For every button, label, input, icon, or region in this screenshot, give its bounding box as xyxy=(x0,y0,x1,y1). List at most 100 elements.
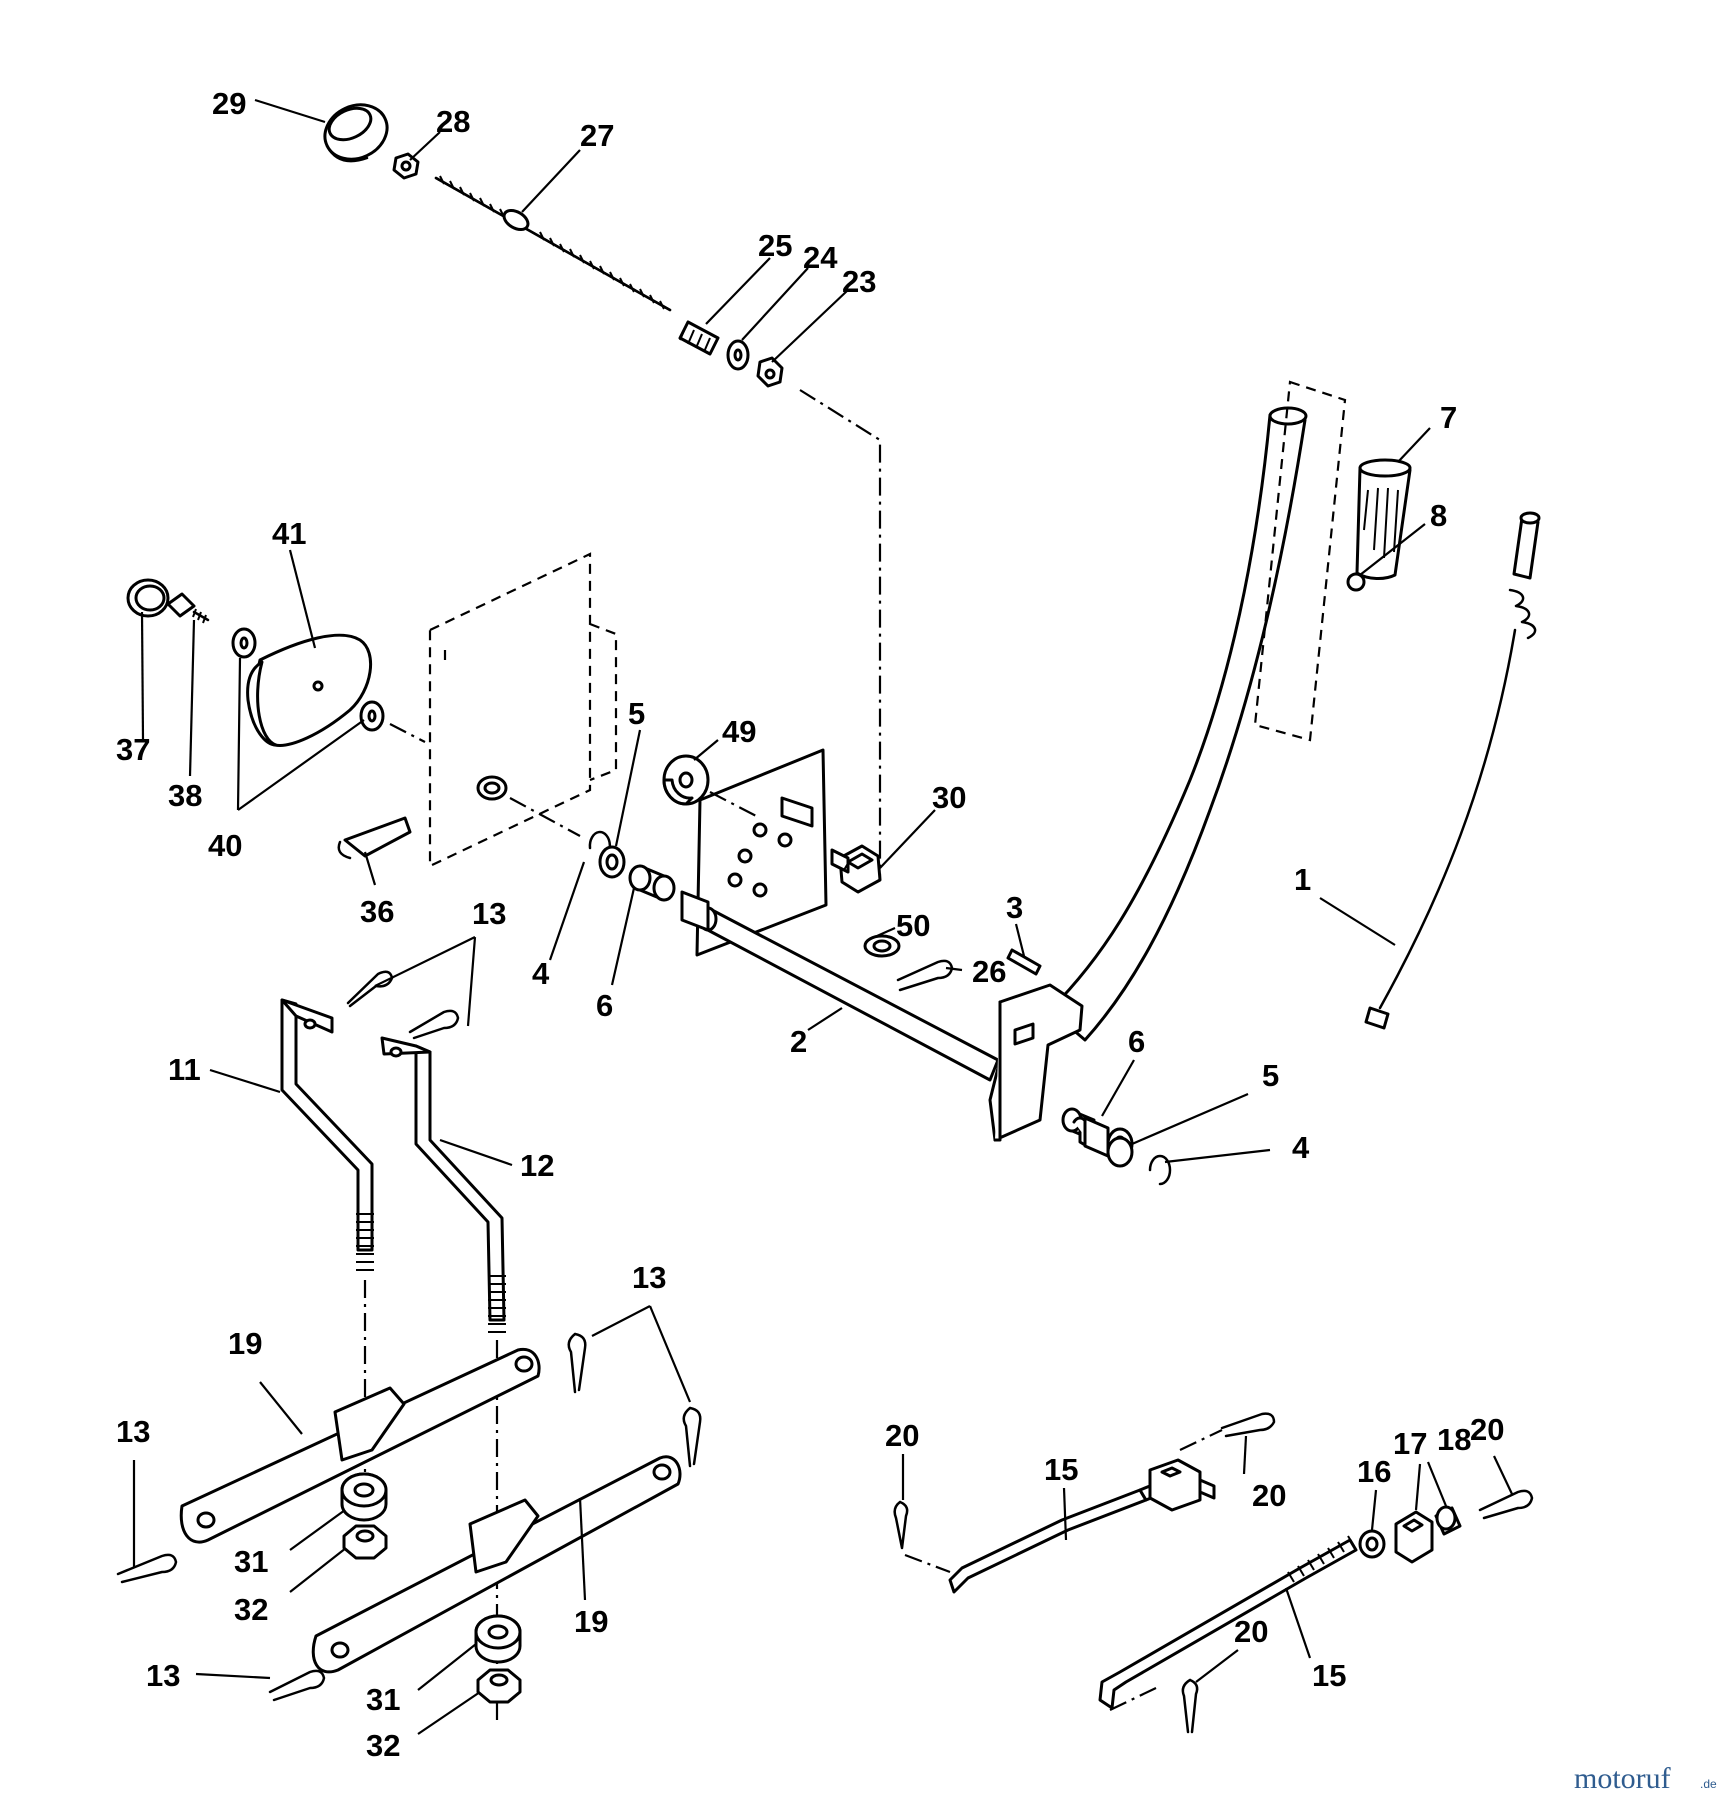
callout-28: 28 xyxy=(436,104,470,139)
callout-20-right: 20 xyxy=(1470,1412,1504,1447)
nut-23 xyxy=(756,356,784,388)
handle-extension-outline xyxy=(1253,380,1347,742)
callout-27: 27 xyxy=(580,118,614,153)
grommet-31a xyxy=(340,1472,388,1522)
nut-32a xyxy=(342,1524,388,1560)
snap-ring-4b xyxy=(1148,1154,1172,1186)
callout-5-right: 5 xyxy=(1262,1058,1279,1093)
callout-8: 8 xyxy=(1430,498,1447,533)
link-11 xyxy=(280,998,374,1271)
hairpin-13e xyxy=(116,1553,178,1584)
callout-7: 7 xyxy=(1440,400,1457,435)
threaded-rod-27 xyxy=(434,175,672,312)
watermark-logo: motoruf .de xyxy=(1574,1762,1717,1795)
centerline-knob xyxy=(389,723,426,743)
link-12 xyxy=(380,1036,506,1333)
bushing-6a xyxy=(628,864,676,902)
bushing-left xyxy=(476,775,508,801)
centerline-shaft xyxy=(509,797,581,837)
callout-36: 36 xyxy=(360,894,394,929)
rod-15a xyxy=(948,1476,1178,1594)
washer-24 xyxy=(726,339,750,371)
callout-3: 3 xyxy=(1006,890,1023,925)
washer-50 xyxy=(863,934,901,958)
leader-lines xyxy=(132,98,1513,1735)
screw-8 xyxy=(1346,572,1366,592)
callout-11: 11 xyxy=(168,1052,201,1087)
shaft-2 xyxy=(680,890,1000,1082)
nut-32b xyxy=(476,1668,522,1704)
frame-bracket-outline xyxy=(428,552,618,868)
callout-6-mid: 6 xyxy=(596,988,613,1023)
knob-29 xyxy=(323,103,389,163)
callout-19-bottom: 19 xyxy=(574,1604,608,1639)
grommet-31b xyxy=(474,1614,522,1664)
callout-37: 37 xyxy=(116,732,150,767)
washer-40b xyxy=(359,700,385,732)
mounting-plate xyxy=(695,748,828,957)
hairpin-13f xyxy=(268,1669,326,1702)
bolt-38 xyxy=(166,592,210,624)
hairpin-13a xyxy=(346,970,394,1008)
callout-49: 49 xyxy=(722,714,756,749)
washer-49 xyxy=(662,754,710,806)
callout-15-bottom: 15 xyxy=(1312,1658,1346,1693)
centerline-49 xyxy=(709,791,761,819)
hairpin-26 xyxy=(896,959,954,992)
callout-18: 18 xyxy=(1437,1422,1471,1457)
callout-labels: 29 28 27 25 24 23 7 8 41 37 38 40 5 49 3… xyxy=(116,86,1504,1763)
trunnion-block-15a xyxy=(1148,1458,1216,1512)
callout-17: 17 xyxy=(1393,1426,1427,1461)
cable-1 xyxy=(1364,511,1541,1030)
spacer-18 xyxy=(1434,1505,1462,1536)
nut-28 xyxy=(392,152,420,180)
callout-5-top: 5 xyxy=(628,696,645,731)
block-17 xyxy=(1394,1510,1434,1564)
washer-40a xyxy=(231,627,257,659)
washer-16 xyxy=(1358,1529,1386,1559)
spring-25 xyxy=(678,320,720,356)
watermark-suffix: .de xyxy=(1700,1777,1717,1791)
centerline-rod-15b xyxy=(1109,1687,1157,1711)
callout-26: 26 xyxy=(972,954,1006,989)
watermark-text: motoruf xyxy=(1574,1762,1671,1795)
callout-50: 50 xyxy=(896,908,930,943)
grip-7 xyxy=(1355,458,1412,580)
lift-arm-19a xyxy=(179,1347,541,1544)
hairpin-13c xyxy=(567,1332,587,1394)
callout-20-mid: 20 xyxy=(1252,1478,1286,1513)
callout-32-top: 32 xyxy=(234,1592,268,1627)
callout-1: 1 xyxy=(1294,862,1311,897)
callout-30: 30 xyxy=(932,780,966,815)
callout-40: 40 xyxy=(208,828,242,863)
cam-knob-41 xyxy=(246,633,373,747)
trunnion-30 xyxy=(830,844,882,894)
lever-base-bracket xyxy=(988,983,1084,1142)
pin-3 xyxy=(1006,948,1042,976)
callout-13-left: 13 xyxy=(116,1414,150,1449)
callout-19-top: 19 xyxy=(228,1326,262,1361)
callout-4-right: 4 xyxy=(1292,1130,1310,1165)
callout-6-right: 6 xyxy=(1128,1024,1145,1059)
centerline-20b xyxy=(1179,1429,1223,1451)
hairpin-13d xyxy=(682,1406,702,1468)
washer-5a xyxy=(598,845,626,879)
callout-4-mid: 4 xyxy=(532,956,550,991)
callout-12: 12 xyxy=(520,1148,554,1183)
lift-arm-19b xyxy=(311,1455,682,1674)
callout-2: 2 xyxy=(790,1024,807,1059)
clip-36 xyxy=(337,816,412,860)
hairpin-13b xyxy=(408,1009,460,1040)
washer-5c xyxy=(1106,1136,1134,1168)
callout-41: 41 xyxy=(272,516,306,551)
hairpin-20a xyxy=(893,1500,909,1550)
rod-15b xyxy=(1098,1535,1358,1710)
callout-38: 38 xyxy=(168,778,202,813)
callout-15-top: 15 xyxy=(1044,1452,1078,1487)
callout-23: 23 xyxy=(842,264,876,299)
callout-32-bottom: 32 xyxy=(366,1728,400,1763)
callout-31-top: 31 xyxy=(234,1544,268,1579)
callout-29: 29 xyxy=(212,86,246,121)
hairpin-20c xyxy=(1478,1489,1534,1520)
